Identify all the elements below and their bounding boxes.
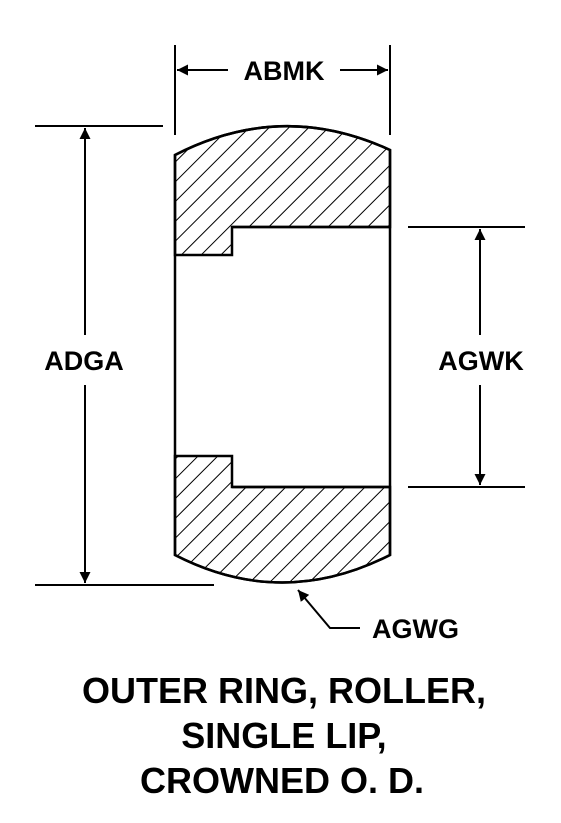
agwg-leader (297, 589, 360, 629)
caption-line-2: SINGLE LIP, (181, 715, 386, 756)
caption-line-1: OUTER RING, ROLLER, (82, 670, 486, 711)
agwg-label: AGWG (372, 614, 459, 644)
agwk-label: AGWK (438, 346, 524, 376)
abmk-label: ABMK (244, 56, 325, 86)
adga-label: ADGA (44, 346, 124, 376)
caption-line-3: CROWNED O. D. (140, 760, 424, 801)
